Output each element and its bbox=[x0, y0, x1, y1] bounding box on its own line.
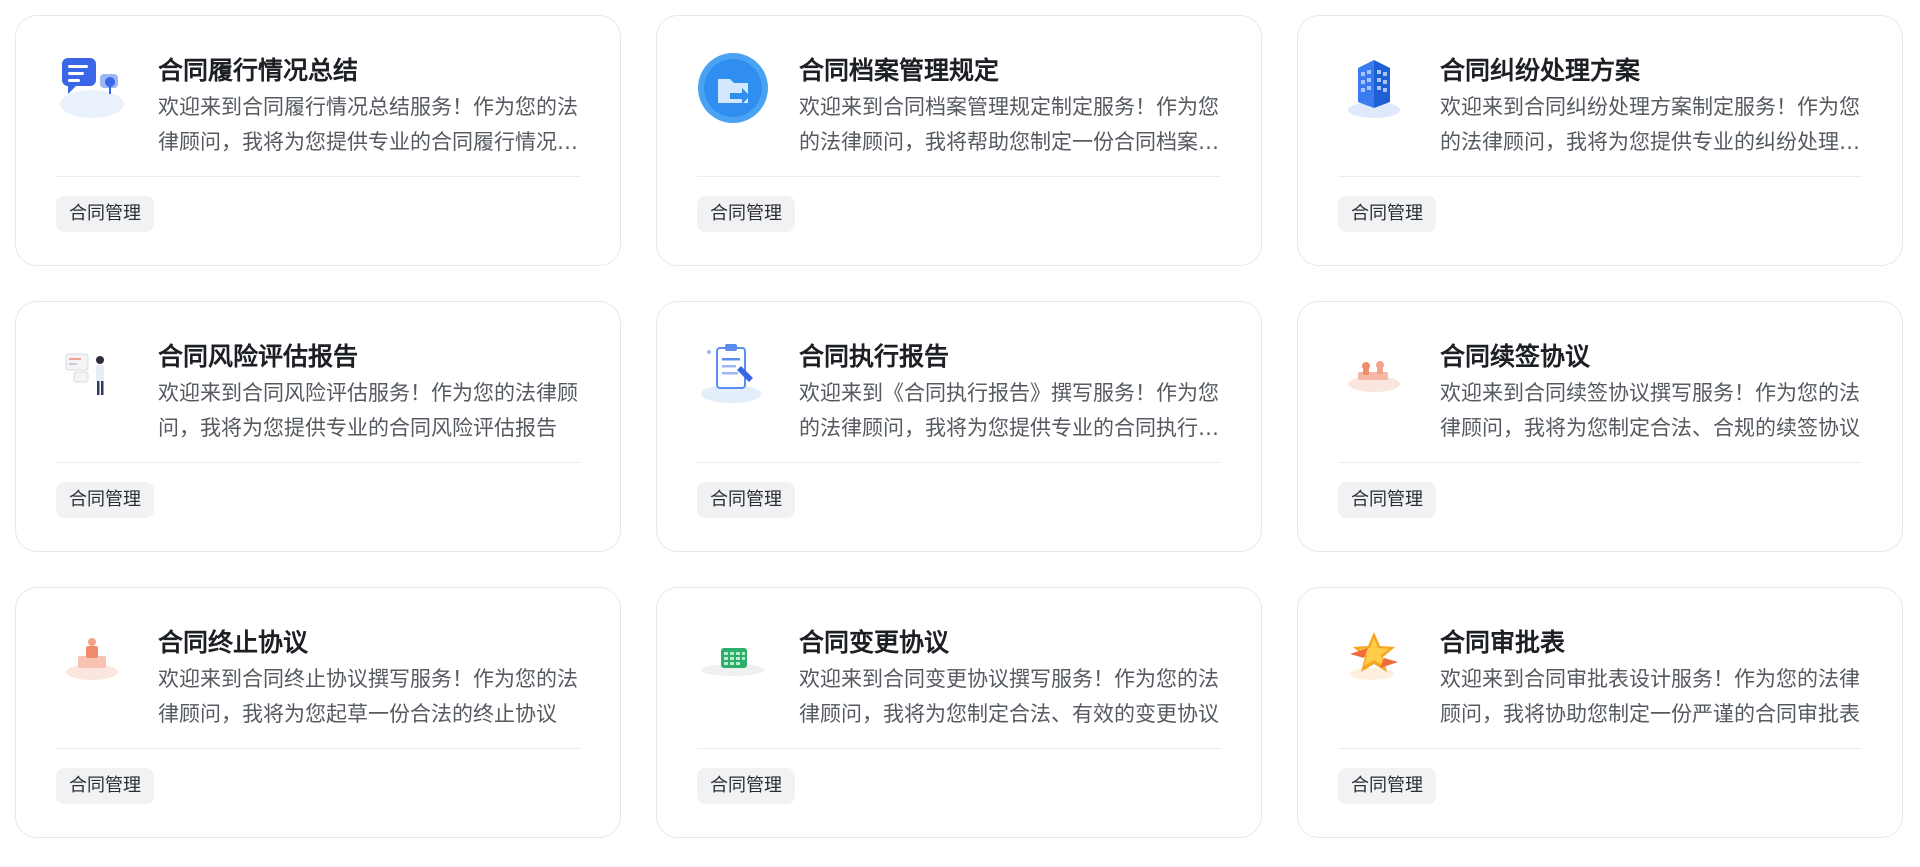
person-presentation-icon bbox=[65, 353, 104, 395]
card-header: 合同续签协议 欢迎来到合同续签协议撰写服务！作为您的法律顾问，我将为您制定合法、… bbox=[1338, 336, 1862, 463]
card-contract-performance-summary[interactable]: 合同履行情况总结 欢迎来到合同履行情况总结服务！作为您的法律顾问，我将为您提供专… bbox=[15, 15, 621, 266]
card-header: 合同档案管理规定 欢迎来到合同档案管理规定制定服务！作为您的法律顾问，我将帮助您… bbox=[697, 50, 1221, 177]
card-description: 欢迎来到合同风险评估服务！作为您的法律顾问，我将为您提供专业的合同风险评估报告 bbox=[158, 381, 578, 440]
clipboard-document-icon bbox=[701, 344, 761, 403]
card-text: 合同风险评估报告 欢迎来到合同风险评估服务！作为您的法律顾问，我将为您提供专业的… bbox=[158, 336, 580, 462]
card-header: 合同变更协议 欢迎来到合同变更协议撰写服务！作为您的法律顾问，我将为您制定合法、… bbox=[697, 622, 1221, 749]
card-text: 合同终止协议 欢迎来到合同终止协议撰写服务！作为您的法律顾问，我将为您起草一份合… bbox=[158, 622, 580, 748]
card-title: 合同变更协议 bbox=[799, 628, 950, 657]
card-header: 合同终止协议 欢迎来到合同终止协议撰写服务！作为您的法律顾问，我将为您起草一份合… bbox=[56, 622, 580, 749]
card-header: 合同纠纷处理方案 欢迎来到合同纠纷处理方案制定服务！作为您的法律顾问，我将为您提… bbox=[1338, 50, 1862, 177]
card-title: 合同续签协议 bbox=[1440, 342, 1591, 371]
card-contract-execution-report[interactable]: 合同执行报告 欢迎来到《合同执行报告》撰写服务！作为您的法律顾问，我将为您提供专… bbox=[656, 301, 1262, 552]
card-contract-renewal-agreement[interactable]: 合同续签协议 欢迎来到合同续签协议撰写服务！作为您的法律顾问，我将为您制定合法、… bbox=[1297, 301, 1903, 552]
category-tag[interactable]: 合同管理 bbox=[1338, 768, 1436, 804]
card-title: 合同档案管理规定 bbox=[799, 56, 1000, 85]
card-text: 合同纠纷处理方案 欢迎来到合同纠纷处理方案制定服务！作为您的法律顾问，我将为您提… bbox=[1440, 50, 1862, 176]
folder-arrow-icon bbox=[698, 53, 768, 123]
category-tag[interactable]: 合同管理 bbox=[1338, 482, 1436, 518]
card-title: 合同终止协议 bbox=[158, 628, 309, 657]
card-contract-termination-agreement[interactable]: 合同终止协议 欢迎来到合同终止协议撰写服务！作为您的法律顾问，我将为您起草一份合… bbox=[15, 587, 621, 838]
card-text: 合同档案管理规定 欢迎来到合同档案管理规定制定服务！作为您的法律顾问，我将帮助您… bbox=[799, 50, 1221, 176]
card-text: 合同审批表 欢迎来到合同审批表设计服务！作为您的法律顾问，我将协助您制定一份严谨… bbox=[1440, 622, 1862, 748]
card-description: 欢迎来到《合同执行报告》撰写服务！作为您的法律顾问，我将为您提供专业的合同执行报… bbox=[799, 381, 1219, 440]
category-tag[interactable]: 合同管理 bbox=[56, 768, 154, 804]
office-building-icon bbox=[1348, 60, 1400, 118]
card-description: 欢迎来到合同档案管理规定制定服务！作为您的法律顾问，我将帮助您制定一份合同档案管… bbox=[799, 95, 1219, 154]
category-tag[interactable]: 合同管理 bbox=[697, 482, 795, 518]
contract-template-grid: 合同履行情况总结 欢迎来到合同履行情况总结服务！作为您的法律顾问，我将为您提供专… bbox=[15, 15, 1905, 838]
card-header: 合同履行情况总结 欢迎来到合同履行情况总结服务！作为您的法律顾问，我将为您提供专… bbox=[56, 50, 580, 177]
card-title: 合同风险评估报告 bbox=[158, 342, 359, 371]
card-contract-dispute-plan[interactable]: 合同纠纷处理方案 欢迎来到合同纠纷处理方案制定服务！作为您的法律顾问，我将为您提… bbox=[1297, 15, 1903, 266]
card-description: 欢迎来到合同审批表设计服务！作为您的法律顾问，我将协助您制定一份严谨的合同审批表 bbox=[1440, 667, 1860, 726]
card-title: 合同纠纷处理方案 bbox=[1440, 56, 1641, 85]
card-text: 合同履行情况总结 欢迎来到合同履行情况总结服务！作为您的法律顾问，我将为您提供专… bbox=[158, 50, 580, 176]
calendar-grid-icon bbox=[701, 648, 765, 676]
card-title: 合同执行报告 bbox=[799, 342, 950, 371]
category-tag[interactable]: 合同管理 bbox=[56, 482, 154, 518]
card-header: 合同风险评估报告 欢迎来到合同风险评估服务！作为您的法律顾问，我将为您提供专业的… bbox=[56, 336, 580, 463]
card-description: 欢迎来到合同终止协议撰写服务！作为您的法律顾问，我将为您起草一份合法的终止协议 bbox=[158, 667, 578, 726]
card-description: 欢迎来到合同履行情况总结服务！作为您的法律顾问，我将为您提供专业的合同履行情况总… bbox=[158, 95, 578, 154]
card-text: 合同执行报告 欢迎来到《合同执行报告》撰写服务！作为您的法律顾问，我将为您提供专… bbox=[799, 336, 1221, 462]
card-header: 合同审批表 欢迎来到合同审批表设计服务！作为您的法律顾问，我将协助您制定一份严谨… bbox=[1338, 622, 1862, 749]
star-badge-icon bbox=[1350, 632, 1398, 680]
card-text: 合同变更协议 欢迎来到合同变更协议撰写服务！作为您的法律顾问，我将为您制定合法、… bbox=[799, 622, 1221, 748]
card-contract-risk-assessment[interactable]: 合同风险评估报告 欢迎来到合同风险评估服务！作为您的法律顾问，我将为您提供专业的… bbox=[15, 301, 621, 552]
card-text: 合同续签协议 欢迎来到合同续签协议撰写服务！作为您的法律顾问，我将为您制定合法、… bbox=[1440, 336, 1862, 462]
category-tag[interactable]: 合同管理 bbox=[697, 196, 795, 232]
category-tag[interactable]: 合同管理 bbox=[56, 196, 154, 232]
card-description: 欢迎来到合同变更协议撰写服务！作为您的法律顾问，我将为您制定合法、有效的变更协议 bbox=[799, 667, 1219, 726]
card-description: 欢迎来到合同纠纷处理方案制定服务！作为您的法律顾问，我将为您提供专业的纠纷处理方… bbox=[1440, 95, 1860, 154]
category-tag[interactable]: 合同管理 bbox=[697, 768, 795, 804]
desk-scene-icon bbox=[66, 638, 118, 680]
card-contract-archive-rules[interactable]: 合同档案管理规定 欢迎来到合同档案管理规定制定服务！作为您的法律顾问，我将帮助您… bbox=[656, 15, 1262, 266]
card-title: 合同履行情况总结 bbox=[158, 56, 359, 85]
card-title: 合同审批表 bbox=[1440, 628, 1566, 657]
card-description: 欢迎来到合同续签协议撰写服务！作为您的法律顾问，我将为您制定合法、合规的续签协议 bbox=[1440, 381, 1860, 440]
category-tag[interactable]: 合同管理 bbox=[1338, 196, 1436, 232]
card-contract-amendment-agreement[interactable]: 合同变更协议 欢迎来到合同变更协议撰写服务！作为您的法律顾问，我将为您制定合法、… bbox=[656, 587, 1262, 838]
handshake-scene-icon bbox=[1348, 361, 1400, 392]
card-contract-approval-form[interactable]: 合同审批表 欢迎来到合同审批表设计服务！作为您的法律顾问，我将协助您制定一份严谨… bbox=[1297, 587, 1903, 838]
card-header: 合同执行报告 欢迎来到《合同执行报告》撰写服务！作为您的法律顾问，我将为您提供专… bbox=[697, 336, 1221, 463]
chat-bubbles-icon bbox=[60, 58, 124, 118]
